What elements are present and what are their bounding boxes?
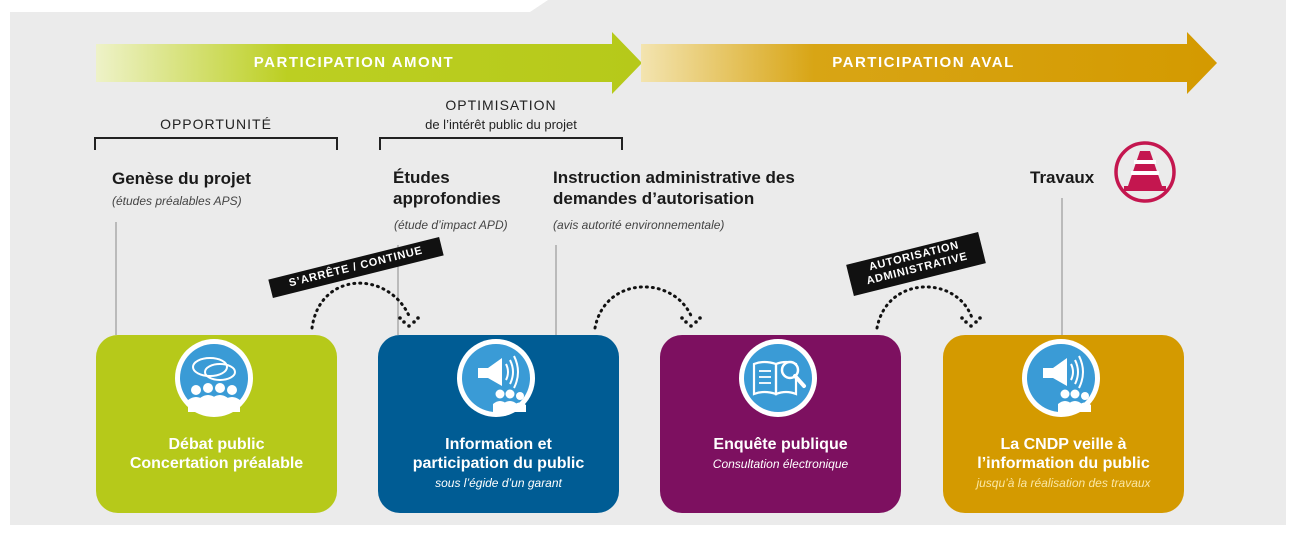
box-debat-public: Débat public Concertation préalable — [96, 335, 337, 513]
box-information-participation: Information et participation du public s… — [378, 335, 619, 513]
document-search-icon — [739, 339, 817, 417]
box-title-line2: Concertation préalable — [129, 455, 304, 472]
aval-arrow — [641, 32, 1217, 94]
box-title-line2: participation du public — [412, 455, 585, 472]
box-title-line1: Débat public — [168, 436, 265, 453]
stage-title-genese: Genèse du projet — [112, 169, 251, 188]
optimisation-bracket — [379, 137, 623, 150]
dotted-arrow-3 — [875, 285, 974, 330]
stage-subtitle-etudes: (étude d’impact APD) — [394, 218, 508, 232]
bracket-subtitle-optimisation: de l’intérêt public du projet — [425, 117, 577, 132]
box-title-line2: l’information du public — [977, 455, 1150, 472]
box-subtitle: Consultation électronique — [712, 457, 849, 471]
phase-label-amont: PARTICIPATION AMONT — [253, 54, 455, 71]
stage-subtitle-genese: (études préalables APS) — [112, 194, 242, 208]
box-title-line1: Information et — [445, 436, 552, 453]
stage-title-etudes: Études approfondies — [393, 168, 501, 208]
bracket-title-opportunite: OPPORTUNITÉ — [160, 116, 272, 132]
traffic-cone-icon — [1114, 141, 1176, 203]
phase-label-aval: PARTICIPATION AVAL — [832, 54, 1015, 71]
stage-title-instruction: Instruction administrative des demandes … — [553, 168, 795, 208]
megaphone-group-icon — [1022, 339, 1100, 417]
bracket-title-optimisation: OPTIMISATION — [445, 97, 557, 113]
box-title-line1: La CNDP veille à — [1000, 436, 1127, 453]
dotted-arrow-2 — [593, 285, 694, 330]
stage-subtitle-instruction: (avis autorité environnementale) — [553, 218, 725, 232]
panel-notch — [10, 0, 548, 12]
dotted-arrow-1 — [310, 281, 412, 330]
stage-title-travaux: Travaux — [1030, 168, 1095, 187]
box-title-line1: Enquête publique — [713, 436, 848, 453]
box-cndp-veille: La CNDP veille à l’information du public… — [943, 335, 1184, 513]
opportunite-bracket — [94, 137, 338, 150]
megaphone-group-icon — [457, 339, 535, 417]
amont-arrow — [96, 32, 642, 94]
box-subtitle: jusqu’à la réalisation des travaux — [976, 476, 1151, 490]
box-enquete-publique: Enquête publique Consultation électroniq… — [660, 335, 901, 513]
box-subtitle: sous l’égide d’un garant — [435, 476, 562, 490]
discussion-group-icon — [175, 339, 253, 417]
